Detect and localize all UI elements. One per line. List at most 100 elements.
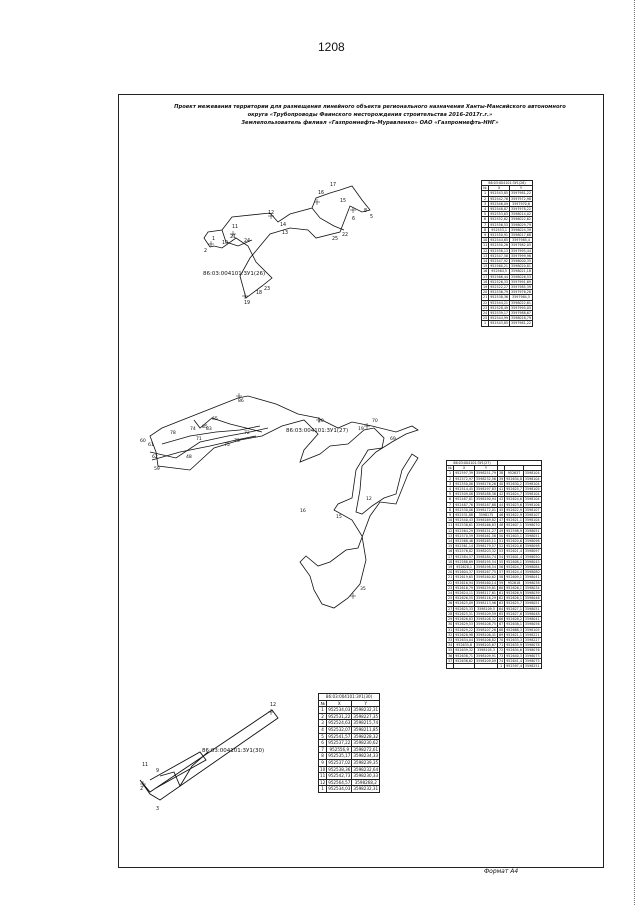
table-cell: 42: [496, 491, 506, 498]
table-cell: 9: [480, 232, 490, 239]
table-cell: 3598188,36: [474, 491, 498, 498]
table-cell: 10: [480, 237, 490, 244]
table-cell: 3598041: [522, 574, 542, 581]
pt26-13: 13: [282, 230, 288, 236]
table-cell: 53: [496, 548, 506, 555]
table-cell: 952621,1: [504, 631, 524, 638]
table-cell: 952628,98: [453, 631, 476, 638]
table-cell: 952528,49: [488, 304, 511, 312]
table-cell: 952538,36: [488, 294, 511, 301]
table-cell: 952514,45: [453, 485, 476, 493]
table-cell: 952548,87: [488, 205, 511, 213]
table-cell: 3598160,62: [474, 574, 498, 581]
table-cell: 952628,2: [504, 616, 524, 623]
table-cell: 41: [496, 485, 506, 493]
table-cell: 952522,27: [488, 284, 511, 291]
table-cell: 952550,06: [453, 480, 476, 488]
table-cell: 3598184,74: [474, 553, 498, 560]
table-cell: 3598051: [522, 532, 542, 540]
table-cell: 952640,3: [504, 652, 524, 659]
table-cell: 3598098: [522, 543, 542, 550]
table-cell: 12: [480, 247, 490, 254]
table-cell: 952621,1: [504, 517, 524, 524]
pt27-48: 48: [186, 454, 192, 460]
table-cell: 3597976,28: [509, 289, 533, 296]
table-cell: 26: [445, 600, 455, 607]
table-cell: 3598048: [522, 610, 542, 618]
pt27-69: 69: [390, 436, 396, 442]
table-cell: 7: [445, 501, 455, 508]
table-cell: 13: [445, 532, 455, 540]
table-cell: 51: [496, 538, 506, 545]
table-cell: 952487,76: [453, 501, 476, 508]
table-cell: 952556,9: [326, 745, 353, 754]
table-cell: 49: [496, 527, 506, 534]
table-cell: 3598046: [522, 595, 542, 602]
table-cell: 3598041: [522, 616, 542, 623]
table-cell: 952597,4: [504, 662, 524, 670]
table-cell: 46: [496, 512, 506, 519]
table-cell: 952630,2: [504, 480, 524, 488]
table-cell: 3598113,96: [474, 600, 498, 607]
table-cell: 3597984,5: [509, 294, 533, 301]
table-cell: 952634,04: [453, 636, 476, 644]
table-cell: 70: [496, 636, 506, 644]
table-cell: 3598107,26: [474, 626, 498, 633]
table-cell: 7: [480, 221, 490, 228]
table-cell: 10: [317, 765, 328, 774]
table-cell: 952530,06: [453, 506, 476, 514]
table-cell: 952550,91: [488, 232, 511, 239]
format-label: Формат А4: [484, 868, 519, 875]
pt27-62: 62: [152, 454, 158, 460]
page-number: 1208: [318, 40, 345, 54]
table-cell: 16: [480, 268, 490, 275]
table-cell: 952616,94: [453, 579, 476, 586]
table-cell: 3598109,09: [474, 657, 498, 664]
table-cell: 3598105,3: [474, 647, 498, 654]
pt27-70: 70: [372, 418, 378, 424]
table-cell: 952535,17: [326, 752, 353, 760]
table-cell: 3598106,82: [474, 636, 498, 644]
table-cell: 952618: [504, 579, 524, 586]
table-cell: 952620,6: [504, 538, 524, 545]
table-cell: 3597978,22: [509, 205, 533, 213]
parcel-30-outline: [139, 709, 279, 801]
pt26-23: 23: [264, 286, 270, 292]
pt26-24: 24: [244, 238, 250, 244]
table-cell: 3598098: [522, 538, 542, 545]
table-cell: 3598017,68: [509, 232, 533, 239]
table-cell: 3598159,81: [474, 584, 498, 592]
pt26-19: 19: [244, 300, 250, 306]
table-cell: 952553,63: [488, 211, 511, 218]
table-cell: 952568,46: [453, 538, 476, 545]
table-cell: 3598108,32: [474, 616, 498, 623]
table-cell: 3598268,2: [351, 778, 381, 787]
table-cell: 952626,83: [453, 616, 476, 623]
pt27-35: 35: [360, 586, 366, 592]
table-cell: 3598106,41: [474, 631, 498, 638]
table-cell: 39: [496, 475, 506, 482]
pt27-72: 72: [244, 430, 250, 436]
table-cell: 3598051: [522, 527, 542, 534]
table-cell: 1: [317, 785, 328, 793]
table-cell: 3598084: [522, 564, 542, 571]
table-cell: [474, 662, 498, 670]
table-cell: 3598198,54: [474, 564, 498, 571]
